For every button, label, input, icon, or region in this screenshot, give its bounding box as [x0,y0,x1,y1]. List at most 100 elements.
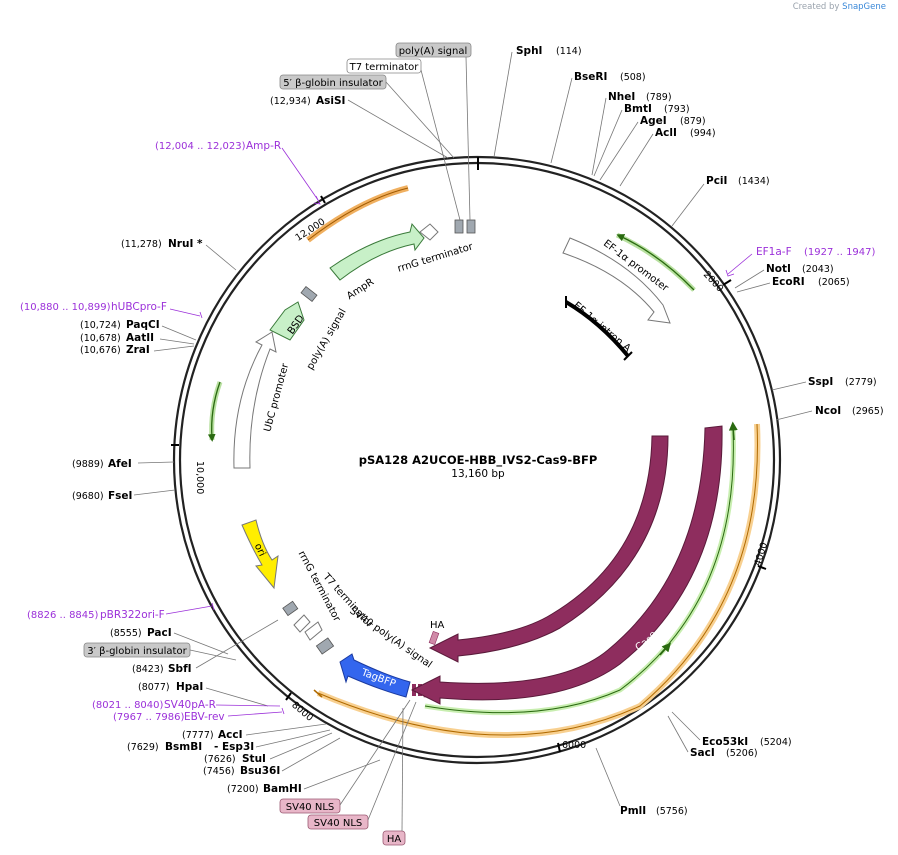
ampr-arrow [329,222,425,281]
small-gray-box [300,285,318,303]
site-pcii: PciI [706,175,727,187]
primer-ampr-pos: (12,004 .. 12,023) [155,141,246,152]
site-hpai: HpaI [176,681,203,693]
site-sphi: SphI [516,45,542,57]
tick-6000 [557,742,561,753]
site-fsei: FseI [108,490,132,502]
cas9-outer-arrow [410,425,723,705]
primer-sv40pa-r-pos: (8021 .. 8040) [92,700,164,711]
polya-signal-box [395,42,472,58]
tagbfp-arrow [339,653,411,698]
site-bamhi-pos: (7200) [227,784,259,795]
tick-label-8000: 8000 [289,700,315,724]
site-agei-pos: (879) [680,116,706,127]
site-bsu36i: Bsu36I [240,765,280,777]
rrng-bottom-box [282,600,299,617]
site-ecori-pos: (2065) [818,277,850,288]
site-afei-pos: (9889) [72,459,104,470]
site-hpai-pos: (8077) [138,682,170,693]
tick-label-10000: 10,000 [194,461,205,494]
amp-orange-span [306,185,409,243]
globin-insulator-3-label: 3′ β-globin insulator [87,646,187,657]
tick-4000 [757,565,767,570]
sv40-polya-box [315,637,335,655]
ubc-promoter-label: UbC promoter [262,361,291,433]
site-eco53ki-pos: (5204) [760,737,792,748]
rrng-top-box1 [454,219,464,234]
ef1a-intron-label: EF-1α intron A [571,300,633,354]
site-bmti-pos: (793) [664,104,690,115]
rrng-top-box2 [466,219,476,234]
site-ncoi-pos: (2965) [852,406,884,417]
site-saci: SacI [690,747,715,759]
site-saci-pos: (5206) [726,748,758,759]
site-asisi: AsiSI [316,95,345,107]
site-nhei-pos: (789) [646,92,672,103]
site-bseri: BseRI [574,71,607,83]
site-pmli: PmlI [620,805,646,817]
site-bseri-pos: (508) [620,72,646,83]
site-pmli-pos: (5756) [656,806,688,817]
primer-ebv-rev: EBV-rev [184,711,225,723]
t7-terminator-box [346,58,422,74]
rrng-top-arrow [419,223,439,241]
ubc-promoter-arrow [233,331,277,469]
tick-12000 [320,195,326,204]
ha-box-label: HA [387,834,402,845]
site-paqci-pos: (10,724) [80,320,121,331]
site-nhei: NheI [608,91,635,103]
ha-mark [428,630,440,646]
site-sspi-pos: (2779) [845,377,877,388]
rrng-top-label: rrnG terminator [396,241,475,275]
site-zrai: ZraI [126,344,150,356]
site-esp3i: - Esp3I [214,741,254,753]
site-acci: AccI [218,729,242,741]
snapgene-logo: SnapGene [842,2,886,12]
t7-terminator-box-label: T7 terminator [349,62,420,73]
site-sbfi: SbfI [168,663,192,675]
sv40-nls-box-1 [279,798,341,814]
ampr-label: AmpR [345,277,376,303]
map-size: 13,160 bp [451,468,505,480]
site-asisi-pos: (12,934) [270,96,311,107]
sv40-polya-label: SV40 poly(A) signal [347,606,433,671]
t7-bottom-arrow [304,621,323,641]
site-paci: PacI [147,627,172,639]
site-acci-pos: (7777) [182,730,214,741]
primer-ef1a-f-pos: (1927 .. 1947) [804,247,876,258]
site-sspi: SspI [808,376,833,388]
site-acli: AclI [655,127,677,139]
ha-box [382,830,406,846]
site-nrui-pos: (11,278) [121,239,162,250]
primer-hubcpro-f-pos: (10,880 .. 10,899) [20,302,111,313]
site-bamhi: BamHI [263,783,302,795]
map-title: pSA128 A2UCOE-HBB_IVS2-Cas9-BFP [359,453,598,468]
ori-arrow [241,519,279,590]
site-paci-pos: (8555) [110,628,142,639]
site-agei: AgeI [640,115,667,127]
rrng-bottom-arrow [293,614,311,633]
site-afei: AfeI [108,458,132,470]
sv40-nls-label-2: SV40 NLS [314,818,363,829]
cas9-inner-arrow [428,435,669,663]
site-bmti: BmtI [624,103,652,115]
tick-label-4000: 4000 [752,541,770,567]
site-stui-pos: (7626) [204,754,236,765]
site-acli-pos: (994) [690,128,716,139]
site-ncoi: NcoI [815,405,841,417]
site-eco53ki: Eco53kI [702,736,748,748]
site-sphi-pos: (114) [556,46,582,57]
tick-2000 [722,279,732,286]
ori-label: ori [252,542,267,558]
site-sbfi-pos: (8423) [132,664,164,675]
globin-insulator-5-label: 5′ β-globin insulator [283,78,383,89]
primer-hubcpro-f: hUBCpro-F [111,301,167,313]
site-bsmbi: BsmBI [165,741,202,753]
sv40-nls-label-1: SV40 NLS [286,802,335,813]
tick-8000 [285,692,292,701]
primer-sv40pa-r: SV40pA-R [164,699,216,711]
site-noti-pos: (2043) [802,264,834,275]
primer-ebv-rev-pos: (7967 .. 7986) [113,712,185,723]
primer-pbr322ori-f: pBR322ori-F [100,609,165,621]
